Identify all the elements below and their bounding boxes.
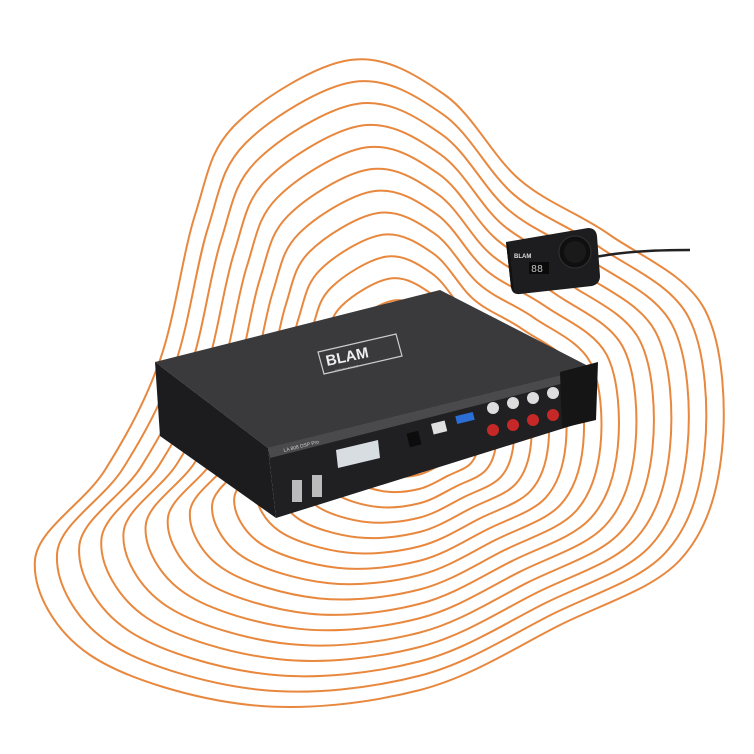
remote-cable bbox=[589, 248, 691, 260]
contour-ring bbox=[78, 102, 690, 678]
amplifier: BLAM FRENCH SOUND LA 808 DSP Pro bbox=[155, 290, 598, 518]
rca-inputs bbox=[487, 387, 559, 436]
usb-a-port bbox=[455, 411, 475, 425]
usb-b-port bbox=[430, 420, 448, 435]
remote-port bbox=[406, 430, 422, 448]
speaker-terminals bbox=[292, 475, 322, 502]
remote-display: 88 bbox=[531, 264, 543, 275]
remote-brand: BLAM bbox=[514, 254, 531, 260]
contour-ring bbox=[56, 80, 708, 693]
power-connector bbox=[336, 440, 380, 468]
contour-ring bbox=[33, 58, 725, 708]
brand-tagline: FRENCH SOUND bbox=[334, 364, 359, 373]
remote-control: BLAM 88 bbox=[506, 228, 600, 295]
